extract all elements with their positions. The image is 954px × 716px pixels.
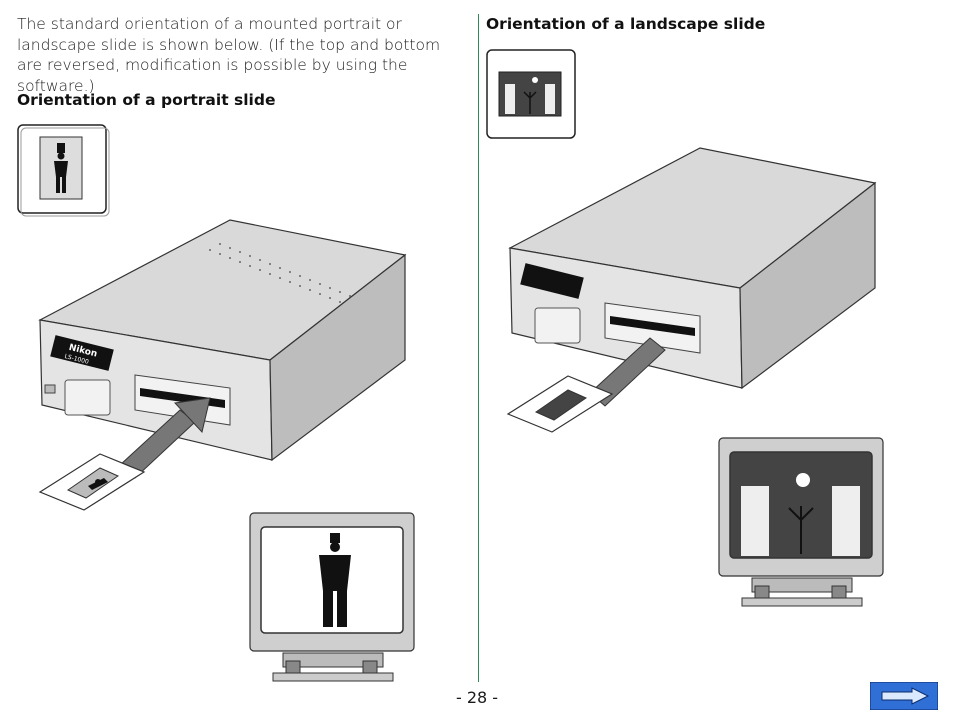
monitor-landscape: [718, 437, 884, 607]
film-scanner-left: Nikon LS-1000: [38, 219, 407, 479]
landscape-slide-inserting: [506, 375, 614, 433]
intro-paragraph: The standard orientation of a mounted po…: [17, 15, 441, 95]
portrait-slide-inserting: [38, 453, 146, 511]
landscape-slide-heading: Orientation of a landscape slide: [486, 15, 766, 33]
portrait-slide-heading: Orientation of a portrait slide: [17, 91, 276, 109]
monitor-portrait: [249, 512, 415, 682]
portrait-slide-thumbnail: [17, 124, 110, 217]
page-number: - 28 -: [455, 688, 499, 707]
right-arrow-icon: [881, 687, 930, 705]
column-divider: [478, 14, 479, 682]
next-page-button[interactable]: [870, 682, 938, 710]
landscape-slide-thumbnail: [486, 49, 576, 139]
